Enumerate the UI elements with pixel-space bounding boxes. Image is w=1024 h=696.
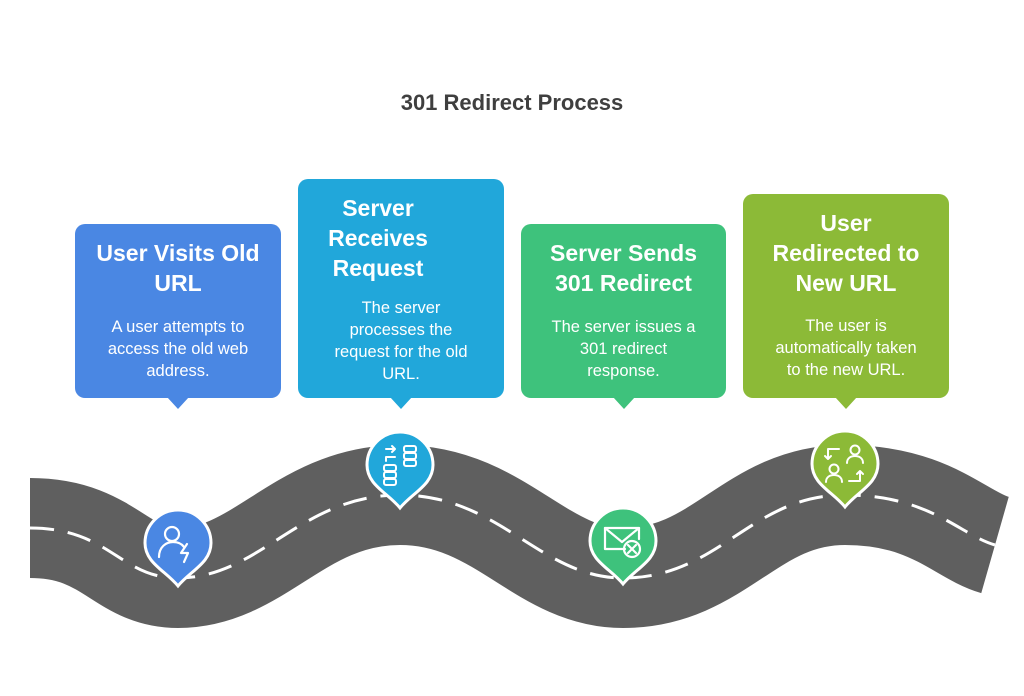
- step-description: A user attempts to access the old web ad…: [107, 318, 249, 380]
- step-title: Server Sends 301 Redirect: [549, 240, 698, 296]
- step-card-user-visits-old-url: User Visits Old URL A user attempts to a…: [75, 224, 281, 409]
- user-lightning-icon: [157, 525, 190, 564]
- step-description: The user is automatically taken to the n…: [775, 317, 917, 379]
- pin-user-lightning: [143, 508, 213, 589]
- pin-mail-x: [588, 506, 658, 587]
- pin-server-exchange: [365, 430, 435, 511]
- users-exchange-icon: [824, 444, 864, 483]
- step-description: The server issues a 301 redirect respons…: [551, 318, 696, 380]
- mail-x-icon: [603, 526, 642, 559]
- step-title: Server Receives Request: [328, 195, 428, 281]
- step-title: User Redirected to New URL: [772, 210, 920, 296]
- diagram-title: 301 Redirect Process: [400, 90, 624, 115]
- step-card-user-redirected: User Redirected to New URL The user is a…: [743, 194, 949, 409]
- server-exchange-icon: [383, 445, 417, 486]
- step-card-server-sends-301: Server Sends 301 Redirect The server iss…: [521, 224, 726, 409]
- step-card-server-receives-request: Server Receives Request The server proce…: [298, 179, 504, 409]
- step-title: User Visits Old URL: [96, 240, 260, 296]
- step-description: The server processes the request for the…: [334, 299, 468, 383]
- pin-users-exchange: [810, 429, 880, 510]
